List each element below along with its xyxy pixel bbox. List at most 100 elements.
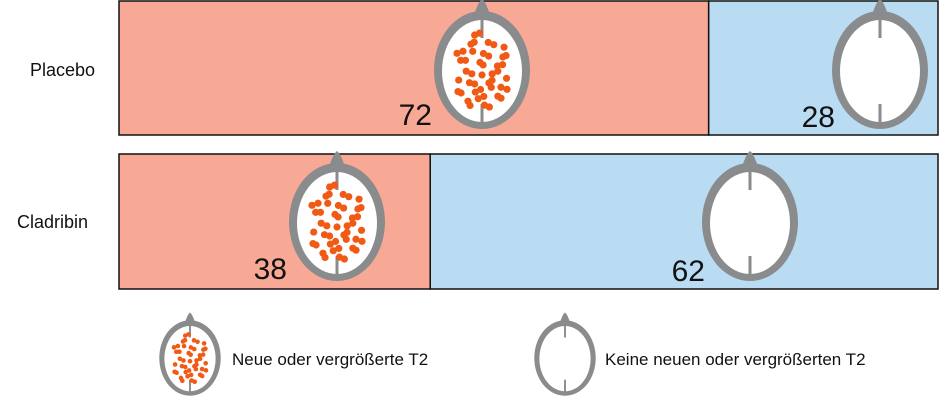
brain-nose <box>742 151 758 167</box>
lesion-dot <box>203 368 209 373</box>
lesion-dot <box>339 190 347 199</box>
lesion-dot <box>188 372 194 378</box>
lesion-dot <box>474 95 482 103</box>
lesion-dot <box>180 378 185 384</box>
legend-label-new-lesions: Neue oder vergrößerte T2 <box>232 350 428 369</box>
brain-interior <box>539 326 591 392</box>
lesion-dot <box>342 235 350 243</box>
brain-nose <box>329 151 345 167</box>
lesion-dot <box>459 47 467 55</box>
lesion-dot <box>462 67 470 75</box>
lesion-dot <box>490 41 498 49</box>
lesion-dot <box>308 201 316 209</box>
lesion-dot <box>358 237 366 245</box>
lesion-dot <box>488 70 496 78</box>
brain-nose <box>559 312 571 323</box>
lesion-dot <box>453 49 461 57</box>
lesion-dot <box>325 190 333 198</box>
lesion-dot <box>191 338 197 343</box>
legend-label-no-new-lesions: Keine neuen oder vergrößerten T2 <box>605 350 866 369</box>
lesion-dot <box>478 71 486 79</box>
lesion-dot <box>345 193 353 201</box>
lesion-dot <box>203 361 209 366</box>
lesion-dot <box>194 362 199 367</box>
lesion-dot <box>191 346 197 352</box>
lesion-dot <box>497 94 505 102</box>
lesion-dot <box>200 352 206 357</box>
lesion-dot <box>340 255 348 263</box>
lesion-dot <box>480 92 488 101</box>
lesion-dot <box>312 241 320 249</box>
lesion-dot <box>175 343 181 349</box>
lesion-dot <box>177 356 183 362</box>
lesion-dot <box>187 358 193 364</box>
lesion-dot <box>197 356 203 362</box>
data-label: 62 <box>672 255 705 288</box>
lesion-dot <box>466 101 474 110</box>
brain-nose <box>184 312 196 323</box>
lesion-dot <box>457 89 465 97</box>
lesion-dot <box>335 244 343 253</box>
lesion-dot <box>186 332 191 337</box>
lesion-dot <box>468 70 476 78</box>
lesion-dot <box>503 85 511 93</box>
lesion-dot <box>357 226 366 234</box>
brain-interior <box>710 172 790 274</box>
lesion-dot <box>188 352 194 358</box>
lesion-dot <box>479 61 487 69</box>
brain-without-lesions-icon <box>702 151 798 281</box>
lesion-dot <box>316 208 325 216</box>
brain-without-lesions-icon <box>832 0 928 129</box>
lesion-dot <box>352 246 360 254</box>
lesion-dot <box>199 373 205 379</box>
lesion-dot <box>181 343 187 349</box>
lesion-dot <box>340 204 348 212</box>
lesion-dot <box>485 52 493 60</box>
lesion-dot <box>185 374 190 379</box>
lesion-dot <box>500 43 508 51</box>
lesion-dot <box>323 222 331 230</box>
lesion-dot <box>475 29 484 37</box>
data-label: 38 <box>254 253 287 286</box>
lesion-dot <box>182 337 188 343</box>
lesion-dot <box>171 345 177 350</box>
lesion-dot <box>349 219 357 227</box>
lesion-dot <box>484 38 492 47</box>
lesion-dot <box>186 368 192 373</box>
lesion-dot <box>343 228 351 236</box>
lesion-dot <box>194 358 199 363</box>
lesion-dot <box>203 346 208 352</box>
lesion-dot <box>455 76 463 84</box>
lesion-dot <box>181 358 186 363</box>
lesion-dot <box>195 339 200 345</box>
lesion-dot <box>497 83 505 91</box>
lesion-dot <box>494 67 502 75</box>
lesion-dot <box>314 199 322 207</box>
lesion-dot <box>333 223 341 231</box>
data-label: 28 <box>802 101 835 134</box>
lesion-dot <box>192 379 198 385</box>
bar-segment-no-new-lesions <box>429 153 939 290</box>
lesion-dot <box>329 247 337 255</box>
lesion-dot <box>317 219 325 227</box>
category-label: Cladribin <box>17 212 88 232</box>
lesion-dot <box>469 47 477 55</box>
lesion-dot <box>199 366 205 372</box>
lesion-dot <box>172 362 178 367</box>
lesion-dot <box>334 213 342 221</box>
lesion-dot <box>502 74 511 82</box>
lesion-dot <box>331 237 340 246</box>
lesion-dot <box>182 364 188 370</box>
lesion-dot <box>324 199 332 207</box>
lesion-dot <box>485 103 493 111</box>
lesion-dot <box>487 83 495 91</box>
lesion-dot <box>355 195 363 203</box>
brain-with-lesions-icon <box>289 151 385 281</box>
legend-brain-without-lesions-icon <box>534 312 596 396</box>
lesion-dot <box>476 85 485 94</box>
legend-brain-with-lesions-icon <box>159 312 221 396</box>
lesion-dot <box>201 341 207 346</box>
lesion-dot <box>193 366 199 372</box>
brain-interior <box>840 20 920 122</box>
